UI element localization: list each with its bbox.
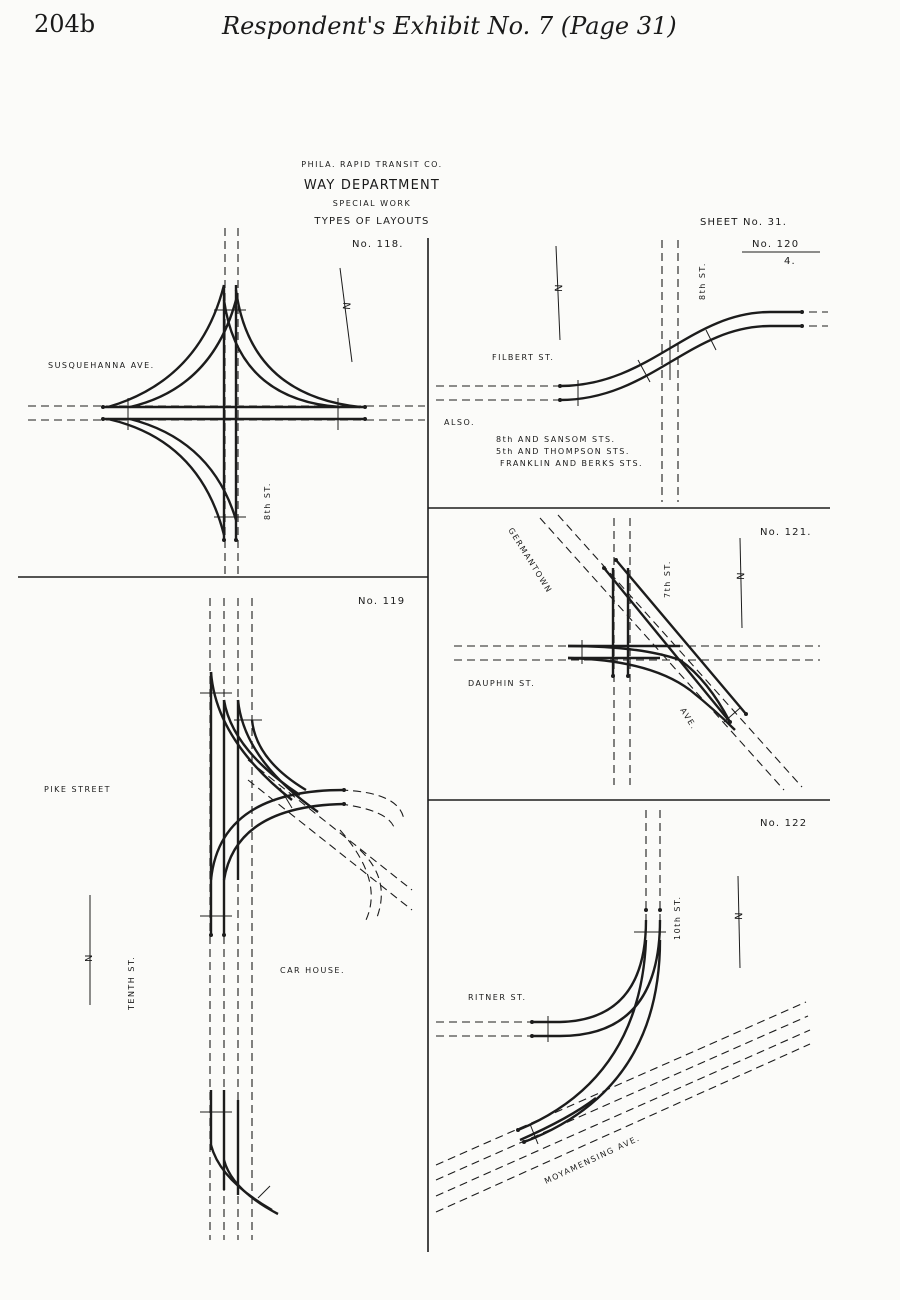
layout-no-119: No. 119 N [44, 596, 413, 1240]
department-name: WAY DEPARTMENT [304, 178, 440, 193]
also-line-2: 5th AND THOMPSON STS. [496, 447, 630, 456]
street-filbert: FILBERT ST. [492, 353, 554, 362]
sheet-ref-bottom: 4. [784, 256, 796, 267]
layout-number-120: No. 120 [752, 239, 799, 250]
company-name: PHILA. RAPID TRANSIT CO. [301, 160, 442, 169]
layout-no-122: No. 122 N RITNER ST. 10th ST. MOYAMENSIN… [435, 810, 811, 1213]
north-arrow-icon [739, 537, 743, 629]
street-pike: PIKE STREET [44, 785, 111, 794]
street-germantown: GERMANTOWN [506, 526, 554, 595]
also-label: ALSO. [444, 418, 475, 427]
title-line-4: TYPES OF LAYOUTS [313, 216, 429, 227]
street-8th: 8th ST. [263, 482, 272, 520]
layout-no-118: No. 118. N SUSQUEHANNA AVE. 8th ST. [28, 228, 425, 575]
north-arrow-label: N [342, 301, 354, 311]
street-8th: 8th ST. [698, 262, 707, 300]
north-arrow-label: N [736, 571, 747, 580]
page-number: 204b [34, 10, 96, 38]
street-tenth: TENTH ST. [127, 956, 136, 1011]
exhibit-title: Respondent's Exhibit No. 7 (Page 31) [222, 12, 677, 40]
title-block: PHILA. RAPID TRANSIT CO. WAY DEPARTMENT … [301, 160, 787, 228]
title-line-3: SPECIAL WORK [333, 199, 411, 208]
layout-number-122: No. 122 [760, 818, 807, 829]
layout-number-119: No. 119 [358, 596, 405, 607]
sheet-number: SHEET No. 31. [700, 217, 787, 228]
north-arrow-icon [737, 875, 741, 969]
north-arrow-icon [555, 245, 561, 341]
street-germantown-ave: AVE. [678, 706, 698, 731]
north-arrow-label: N [734, 911, 745, 920]
north-arrow-label: N [84, 953, 95, 962]
also-line-1: 8th AND SANSOM STS. [496, 435, 616, 444]
street-10th: 10th ST. [673, 896, 682, 941]
street-7th: 7th ST. [663, 560, 672, 598]
street-susquehanna: SUSQUEHANNA AVE. [48, 361, 155, 370]
layout-no-120: No. 120 4. N FILBERT ST. 8th ST. ALSO. 8… [436, 239, 828, 502]
north-arrow-label: N [554, 283, 565, 292]
car-house-label: CAR HOUSE. [280, 966, 345, 975]
street-ritner: RITNER ST. [468, 993, 527, 1002]
layout-no-121: No. 121. N GERMANTOWN AVE. 7th ST. DAUPH… [454, 514, 820, 791]
north-arrow-icon [339, 267, 353, 363]
also-line-3: FRANKLIN AND BERKS STS. [500, 459, 643, 468]
layout-number-118: No. 118. [352, 239, 404, 250]
panel-frame [18, 238, 830, 1252]
street-dauphin: DAUPHIN ST. [468, 679, 535, 688]
layout-number-121: No. 121. [760, 527, 812, 538]
